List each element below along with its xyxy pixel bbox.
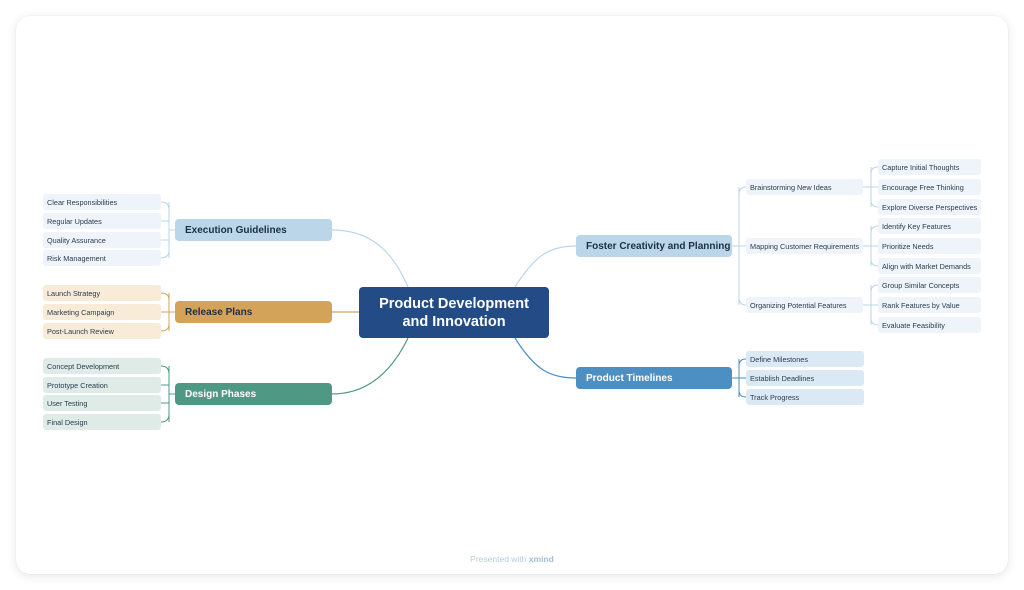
leaf-align-market-demands[interactable]: Align with Market Demands bbox=[878, 258, 981, 274]
leaf-establish-deadlines[interactable]: Establish Deadlines bbox=[746, 370, 864, 386]
leaf-launch-strategy[interactable]: Launch Strategy bbox=[43, 285, 161, 301]
subtopic-mapping-requirements[interactable]: Mapping Customer Requirements bbox=[746, 238, 863, 254]
central-topic-line2: and Innovation bbox=[402, 313, 506, 330]
leaf-identify-key-features[interactable]: Identify Key Features bbox=[878, 218, 981, 234]
leaf-explore-diverse-perspectives[interactable]: Explore Diverse Perspectives bbox=[878, 199, 981, 215]
leaf-rank-features-by-value[interactable]: Rank Features by Value bbox=[878, 297, 981, 313]
leaf-define-milestones[interactable]: Define Milestones bbox=[746, 351, 864, 367]
leaf-final-design[interactable]: Final Design bbox=[43, 414, 161, 430]
leaf-post-launch-review[interactable]: Post-Launch Review bbox=[43, 323, 161, 339]
leaf-regular-updates[interactable]: Regular Updates bbox=[43, 213, 161, 229]
central-topic-line1: Product Development bbox=[379, 295, 529, 312]
leaf-track-progress[interactable]: Track Progress bbox=[746, 389, 864, 405]
leaf-evaluate-feasibility[interactable]: Evaluate Feasibility bbox=[878, 317, 981, 333]
branch-product-timelines[interactable]: Product Timelines bbox=[576, 367, 732, 389]
subtopic-organizing-features[interactable]: Organizing Potential Features bbox=[746, 297, 863, 313]
leaf-quality-assurance[interactable]: Quality Assurance bbox=[43, 232, 161, 248]
credit-prefix: Presented with bbox=[470, 554, 527, 564]
xmind-logo: xmind bbox=[528, 554, 554, 564]
leaf-group-similar-concepts[interactable]: Group Similar Concepts bbox=[878, 277, 981, 293]
leaf-prototype-creation[interactable]: Prototype Creation bbox=[43, 377, 161, 393]
leaf-user-testing[interactable]: User Testing bbox=[43, 395, 161, 411]
leaf-encourage-free-thinking[interactable]: Encourage Free Thinking bbox=[878, 179, 981, 195]
subtopic-brainstorming[interactable]: Brainstorming New Ideas bbox=[746, 179, 863, 195]
branch-release-plans[interactable]: Release Plans bbox=[175, 301, 332, 323]
central-topic[interactable]: Product Development and Innovation bbox=[359, 287, 549, 338]
leaf-capture-initial-thoughts[interactable]: Capture Initial Thoughts bbox=[878, 159, 981, 175]
branch-foster-creativity[interactable]: Foster Creativity and Planning bbox=[576, 235, 732, 257]
branch-execution-guidelines[interactable]: Execution Guidelines bbox=[175, 219, 332, 241]
branch-design-phases[interactable]: Design Phases bbox=[175, 383, 332, 405]
leaf-concept-development[interactable]: Concept Development bbox=[43, 358, 161, 374]
presented-with-credit: Presented with xmind bbox=[0, 554, 1024, 564]
leaf-prioritize-needs[interactable]: Prioritize Needs bbox=[878, 238, 981, 254]
leaf-clear-responsibilities[interactable]: Clear Responsibilities bbox=[43, 194, 161, 210]
leaf-marketing-campaign[interactable]: Marketing Campaign bbox=[43, 304, 161, 320]
leaf-risk-management[interactable]: Risk Management bbox=[43, 250, 161, 266]
